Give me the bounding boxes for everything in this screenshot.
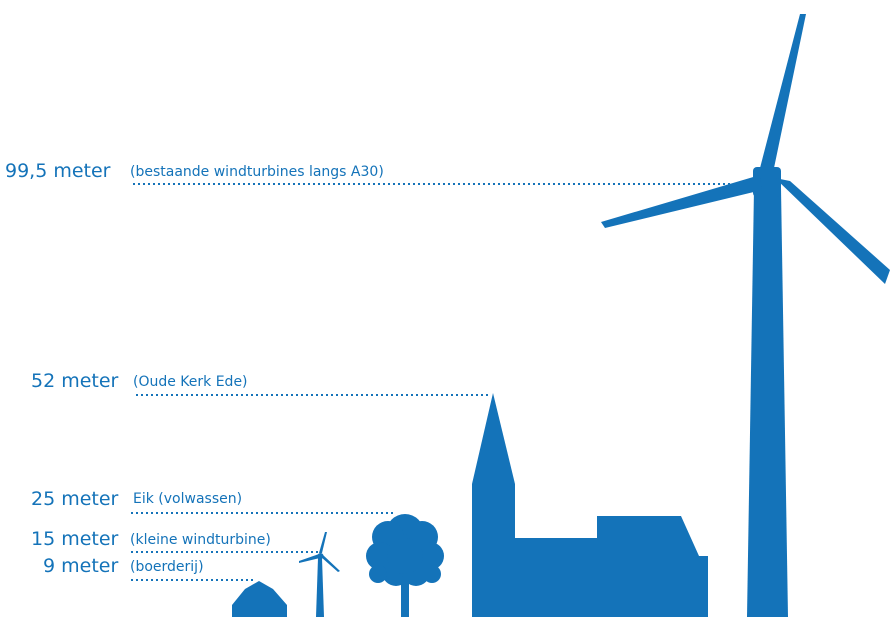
farm-building <box>232 581 287 617</box>
desc-label-small-turbine: (kleine windturbine) <box>130 532 271 548</box>
large-turbine-blade-right <box>775 178 890 284</box>
church-nave <box>515 516 708 617</box>
oak-tree <box>366 514 444 617</box>
small-wind-turbine <box>299 532 340 617</box>
desc-label-farm: (boerderij) <box>130 559 204 575</box>
height-label-large-turbine: 99,5 meter <box>5 160 111 182</box>
large-wind-turbine <box>601 14 890 617</box>
large-turbine-blade-up <box>760 14 806 168</box>
desc-label-large-turbine: (bestaande windturbines langs A30) <box>130 164 384 180</box>
desc-label-oak: Eik (volwassen) <box>133 491 243 507</box>
large-turbine-blade-left <box>601 175 762 228</box>
height-label-farm: 9 meter <box>43 555 119 577</box>
desc-label-church: (Oude Kerk Ede) <box>133 374 248 390</box>
height-label-small-turbine: 15 meter <box>31 528 119 550</box>
height-label-oak: 25 meter <box>31 488 119 510</box>
church-silhouette <box>472 393 708 617</box>
church-tower <box>472 393 515 617</box>
large-turbine-tower <box>747 188 788 617</box>
height-label-church: 52 meter <box>31 370 119 392</box>
